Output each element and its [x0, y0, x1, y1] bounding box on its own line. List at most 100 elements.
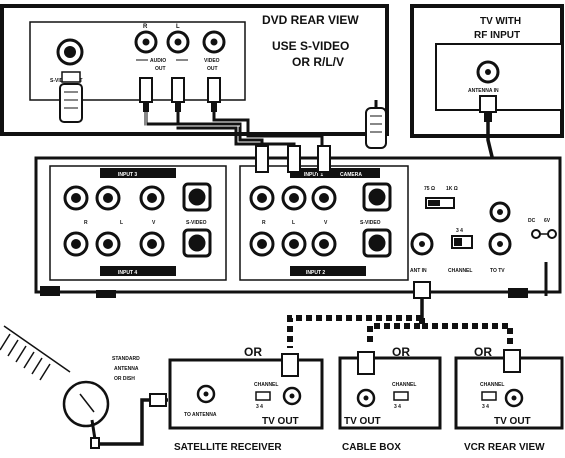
tv-jack-plate [435, 43, 563, 111]
input-1-jacks [249, 182, 392, 212]
antenna-line1: STANDARD [112, 356, 140, 362]
dvd-video-out-jack [202, 30, 226, 54]
satellite-ch-numbers: 3 4 [256, 404, 263, 410]
cable-caption: CABLE BOX [342, 442, 401, 453]
tv-rf-plug [479, 95, 497, 122]
vcr-rear-ch-numbers: 3 4 [482, 404, 489, 410]
vcr-rear-caption: VCR REAR VIEW [464, 442, 545, 453]
dvd-rear-panel: DVD REAR VIEW USE S-VIDEO OR R/L/V S-VID… [0, 4, 389, 136]
antenna-line3: OR DISH [114, 376, 135, 382]
dvd-audio-label: AUDIO [150, 58, 166, 64]
dvd-video-plug [207, 77, 221, 112]
cable-tv-out: TV OUT [344, 416, 381, 427]
dc-jack [531, 229, 557, 239]
input-3-bar [100, 168, 176, 178]
cable-box: TV OUT CHANNEL 3 4 [338, 351, 442, 430]
left-svideo-label: S-VIDEO [186, 220, 207, 226]
dvd-audio-l-plug [171, 77, 185, 112]
input-1-label: INPUT 1 [304, 172, 323, 178]
antenna-line2: ANTENNA [114, 366, 139, 372]
cable-ch-numbers: 3 4 [394, 404, 401, 410]
right-l-label: L [292, 220, 295, 226]
dvd-svideo-plug [59, 71, 83, 123]
satellite-caption: SATELLITE RECEIVER [174, 442, 282, 453]
switcher-foot-left [40, 286, 60, 296]
dvd-note-line1: USE S-VIDEO [272, 39, 349, 53]
input-4-jacks [63, 228, 212, 258]
dc-label: DC [528, 218, 536, 224]
dvd-audio-l-jack [166, 30, 190, 54]
satellite-channel-switch[interactable] [255, 391, 271, 401]
left-v-label: V [152, 220, 156, 226]
input-1-plugs [255, 145, 331, 173]
vcr-rear: CHANNEL 3 4 TV OUT [454, 349, 564, 430]
dvd-to-vcr-cables [144, 112, 324, 148]
vcr-rear-channel: CHANNEL [480, 382, 504, 388]
cable-channel: CHANNEL [392, 382, 416, 388]
switcher-foot-right [508, 288, 528, 298]
input-1-bar [290, 168, 380, 178]
impedance-switch-knob [428, 200, 440, 206]
input-4-bar [100, 266, 176, 276]
dashed-alternatives [287, 315, 513, 348]
input-2-label: INPUT 2 [306, 270, 325, 276]
dvd-audio-r-plug [139, 77, 153, 112]
left-r-label: R [84, 220, 88, 226]
or-label-1: OR [244, 345, 262, 359]
input-3-jacks [63, 182, 212, 212]
channel-label: CHANNEL [448, 268, 472, 274]
dvd-audio-l-label: L [176, 24, 180, 30]
dvd-svideo-out-jack [56, 38, 84, 66]
antenna-plug [149, 393, 167, 407]
ohm-1k-label: 1K Ω [446, 186, 458, 192]
left-l-label: L [120, 220, 123, 226]
input-2-jacks [249, 228, 392, 258]
dc-volt-label: 6V [544, 218, 551, 224]
tv-title-line1: TV WITH [480, 16, 521, 27]
vcr-rear-channel-switch[interactable] [481, 391, 497, 401]
tv-antenna-label: ANTENNA IN [468, 88, 499, 94]
input-2-bar [290, 266, 366, 276]
switcher-rf-jack-top [489, 201, 511, 223]
right-svideo-label: S-VIDEO [360, 220, 381, 226]
satellite-to-antenna: TO ANTENNA [184, 412, 217, 418]
right-r-label: R [262, 220, 266, 226]
dvd-audio-r-jack [134, 30, 158, 54]
dvd-video-label: VIDEO [204, 58, 220, 64]
dvd-svideo-cable [365, 100, 387, 149]
vcr-rear-tv-out: TV OUT [494, 416, 531, 427]
or-label-2: OR [392, 345, 410, 359]
cable-channel-switch[interactable] [393, 391, 409, 401]
satellite-plug [281, 353, 299, 377]
channel-switch-knob [454, 238, 462, 246]
dvd-note-line2: OR R/L/V [292, 55, 344, 69]
tv-title-line2: RF INPUT [474, 30, 520, 41]
satellite-receiver: TO ANTENNA CHANNEL 3 4 TV OUT [168, 353, 324, 430]
channel-numbers: 3 4 [456, 228, 463, 234]
ant-in-plug [413, 281, 431, 318]
switcher-unit: INPUT 3 INPUT 4 INPUT 1 CAMERA INPUT 2 R… [34, 145, 562, 298]
ant-in-label: ANT IN [410, 268, 427, 274]
cable-plug [357, 351, 375, 375]
to-tv-jack [488, 232, 512, 256]
input-4-label: INPUT 4 [118, 270, 137, 276]
vcr-rear-plug [503, 349, 521, 373]
right-v-label: V [324, 220, 328, 226]
input-3-label: INPUT 3 [118, 172, 137, 178]
tv-panel: TV WITH RF INPUT ANTENNA IN [410, 4, 564, 138]
satellite-channel: CHANNEL [254, 382, 278, 388]
input-1-extra-label: CAMERA [340, 172, 362, 178]
ohm-75-label: 75 Ω [424, 186, 435, 192]
cable-box-frame [338, 356, 442, 430]
switcher-foot-2 [96, 290, 116, 298]
dvd-title: DVD REAR VIEW [262, 13, 359, 27]
dvd-audio-r-label: R [143, 24, 148, 30]
antenna-icon [0, 325, 110, 449]
dvd-video-out-label: OUT [207, 66, 218, 72]
satellite-tv-out: TV OUT [262, 416, 299, 427]
or-label-3: OR [474, 345, 492, 359]
tv-antenna-jack [476, 60, 500, 84]
ant-in-jack [410, 232, 434, 256]
to-tv-label: TO TV [490, 268, 505, 274]
